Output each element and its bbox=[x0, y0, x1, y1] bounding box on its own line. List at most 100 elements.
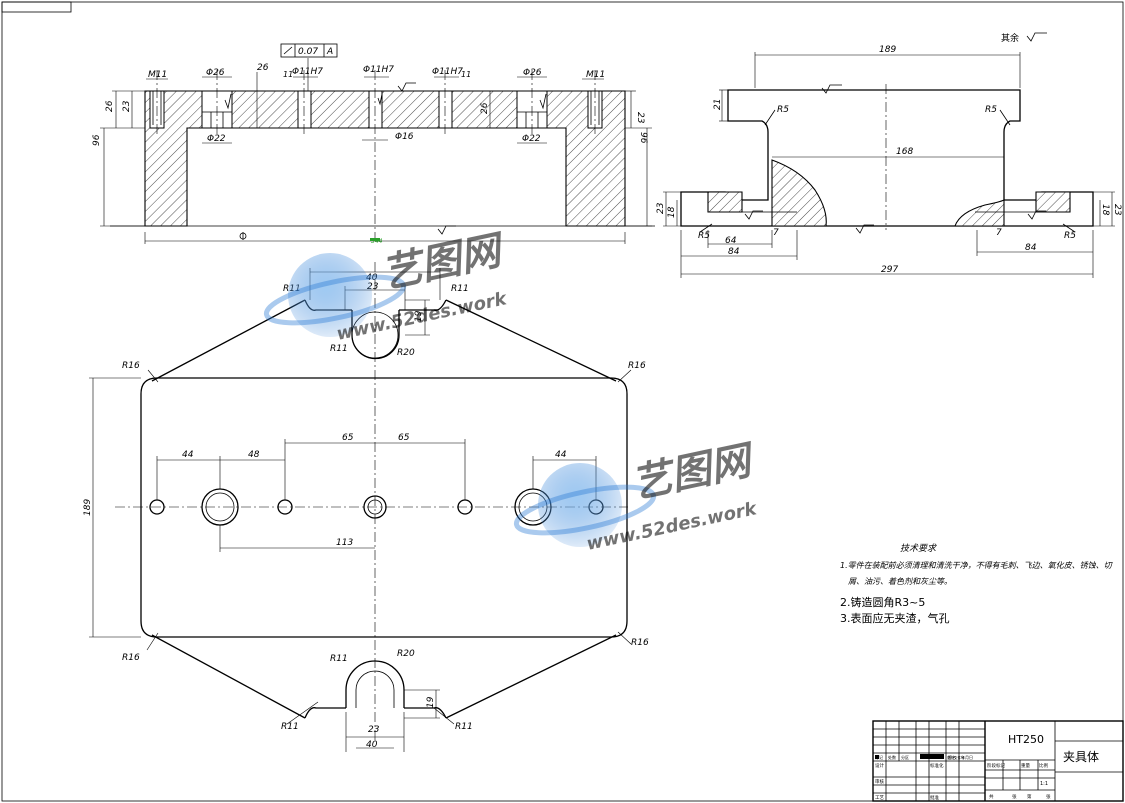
tb-header-date: 年月日 bbox=[961, 754, 973, 760]
label-297: 297 bbox=[881, 265, 898, 275]
label-48: 48 bbox=[248, 450, 260, 460]
label-r11-top-b: R11 bbox=[451, 284, 469, 294]
label-r20-top: R20 bbox=[397, 348, 415, 358]
flatness-tolerance-frame bbox=[280, 43, 338, 58]
tb-header-count: 处数 bbox=[888, 754, 896, 760]
label-d22-right: Φ22 bbox=[522, 134, 541, 144]
label-r20-bot: R20 bbox=[397, 649, 415, 659]
tb-header-doc: 更改文件号 bbox=[947, 755, 965, 760]
front-view: M11 Φ26 26 0.07 A Φ11H7 11 Φ11H7 Φ11H7 1… bbox=[92, 43, 655, 245]
label-26-top: 26 bbox=[257, 63, 269, 73]
label-40-top: 40 bbox=[366, 273, 378, 283]
label-11-right: 11 bbox=[461, 70, 471, 79]
label-189-side: 189 bbox=[879, 45, 896, 55]
watermark-globe-icon bbox=[538, 463, 622, 547]
tb-sheet-total-unit: 张 bbox=[1012, 793, 1017, 800]
label-d16: Φ16 bbox=[395, 132, 414, 142]
flatness-datum: A bbox=[326, 47, 333, 57]
technical-notes: 技术要求 1.零件在装配前必须清理和清洗干净，不得有毛刺、飞边、氧化皮、锈蚀、切… bbox=[840, 543, 1114, 625]
tb-sheet-no: 第 bbox=[1027, 793, 1032, 800]
label-m11-right: M11 bbox=[586, 70, 605, 80]
label-64: 64 bbox=[725, 236, 737, 246]
label-d22-left: Φ22 bbox=[207, 134, 226, 144]
label-23-side-right: 23 bbox=[1112, 204, 1122, 216]
label-r5-tl: R5 bbox=[777, 105, 789, 115]
label-23-vl: 23 bbox=[122, 100, 132, 112]
label-84-right: 84 bbox=[1025, 243, 1037, 253]
label-r16-bl: R16 bbox=[122, 653, 140, 663]
tb-weight: 重量 bbox=[1021, 762, 1030, 769]
label-r16-tr: R16 bbox=[628, 361, 646, 371]
label-rest-surface: 其余 bbox=[1001, 32, 1019, 44]
label-h11-left: Φ11H7 bbox=[292, 67, 323, 77]
tb-header-sign: 签名 bbox=[948, 754, 956, 760]
watermark-brand-top: 艺图网 bbox=[378, 227, 511, 298]
part-name: 夹具体 bbox=[1063, 750, 1099, 764]
notes-heading: 技术要求 bbox=[900, 543, 937, 554]
label-7-left: 7 bbox=[773, 228, 779, 238]
label-m11-left: M11 bbox=[148, 70, 167, 80]
notes-line-3: 3.表面应无夹渣，气孔 bbox=[840, 611, 950, 625]
label-h11-mid: Φ11H7 bbox=[363, 65, 394, 75]
tb-sheet-no-unit: 张 bbox=[1046, 793, 1051, 800]
label-r11-top-c: R11 bbox=[330, 344, 348, 354]
tb-label-approve: 批准 bbox=[930, 794, 939, 801]
label-344: 344 bbox=[371, 238, 383, 245]
label-40-bot: 40 bbox=[366, 740, 378, 750]
label-d26-right: Φ26 bbox=[523, 68, 542, 78]
label-65-left: 65 bbox=[342, 433, 354, 443]
tb-header-mark: 标记 bbox=[875, 754, 883, 760]
label-23-right: 23 bbox=[635, 112, 645, 124]
label-d26-left: Φ26 bbox=[206, 68, 225, 78]
label-r5-br: R5 bbox=[1064, 231, 1076, 241]
material-label: HT250 bbox=[1008, 733, 1044, 746]
tb-label-design: 设计 bbox=[875, 762, 884, 769]
label-113: 113 bbox=[336, 538, 353, 548]
label-96-right: 96 bbox=[638, 132, 648, 144]
label-19-bot: 19 bbox=[426, 696, 436, 708]
tb-sheet-total: 共 bbox=[989, 793, 994, 800]
title-block: HT250 夹具体 标记 处数 分区 更改文件号 签名 年月日 设计 审核 工艺… bbox=[872, 720, 1124, 802]
label-18-side-right: 18 bbox=[1100, 204, 1110, 216]
tb-stage-mark: 阶段标记 bbox=[987, 762, 1005, 769]
flatness-value: 0.07 bbox=[298, 47, 318, 57]
label-96-left: 96 bbox=[92, 134, 102, 146]
label-26-vl: 26 bbox=[105, 100, 115, 112]
watermark-brand-middle: 艺图网 bbox=[628, 437, 761, 508]
notes-line-2: 2.铸造圆角R3~5 bbox=[840, 595, 925, 609]
label-r16-tl: R16 bbox=[122, 361, 140, 371]
label-23-side-left: 23 bbox=[656, 202, 666, 214]
label-18-side-left: 18 bbox=[667, 206, 677, 218]
tb-label-process: 工艺 bbox=[875, 795, 884, 801]
watermark-middle: 艺图网 www.52des.work bbox=[513, 437, 761, 555]
label-65-right: 65 bbox=[398, 433, 410, 443]
watermark-globe-icon bbox=[288, 253, 372, 337]
tb-scale-label: 比例 bbox=[1039, 762, 1048, 769]
label-r11-bot-a: R11 bbox=[330, 654, 348, 664]
label-h11-right: Φ11H7 bbox=[432, 67, 463, 77]
label-189-top: 189 bbox=[83, 499, 93, 516]
label-r11-bot-c: R11 bbox=[455, 722, 473, 732]
tb-label-standard: 标准化 bbox=[930, 762, 944, 769]
tb-label-review: 审核 bbox=[875, 778, 884, 785]
label-23-top: 23 bbox=[367, 282, 379, 292]
side-view: 其余 189 21 R5 R5 168 23 18 18 23 R5 R5 64… bbox=[656, 32, 1122, 278]
label-44-right: 44 bbox=[555, 450, 567, 460]
label-r5-tr: R5 bbox=[985, 105, 997, 115]
notes-line-1b: 屑、油污、着色剂和灰尘等。 bbox=[848, 577, 952, 586]
label-r11-bot-b: R11 bbox=[281, 722, 299, 732]
tb-scale-value: 1:1 bbox=[1040, 781, 1048, 787]
label-7-right: 7 bbox=[996, 228, 1002, 238]
label-168: 168 bbox=[896, 147, 913, 157]
label-23-bot: 23 bbox=[368, 725, 380, 735]
watermark-top: 艺图网 www.52des.work bbox=[263, 227, 511, 345]
label-26-mid: 26 bbox=[480, 102, 490, 114]
label-r16-br: R16 bbox=[631, 638, 649, 648]
tb-header-zone: 分区 bbox=[901, 754, 909, 760]
label-19-top: 19 bbox=[414, 310, 424, 322]
label-84-left: 84 bbox=[728, 247, 740, 257]
label-44-left: 44 bbox=[182, 450, 194, 460]
label-r5-bl: R5 bbox=[698, 231, 710, 241]
